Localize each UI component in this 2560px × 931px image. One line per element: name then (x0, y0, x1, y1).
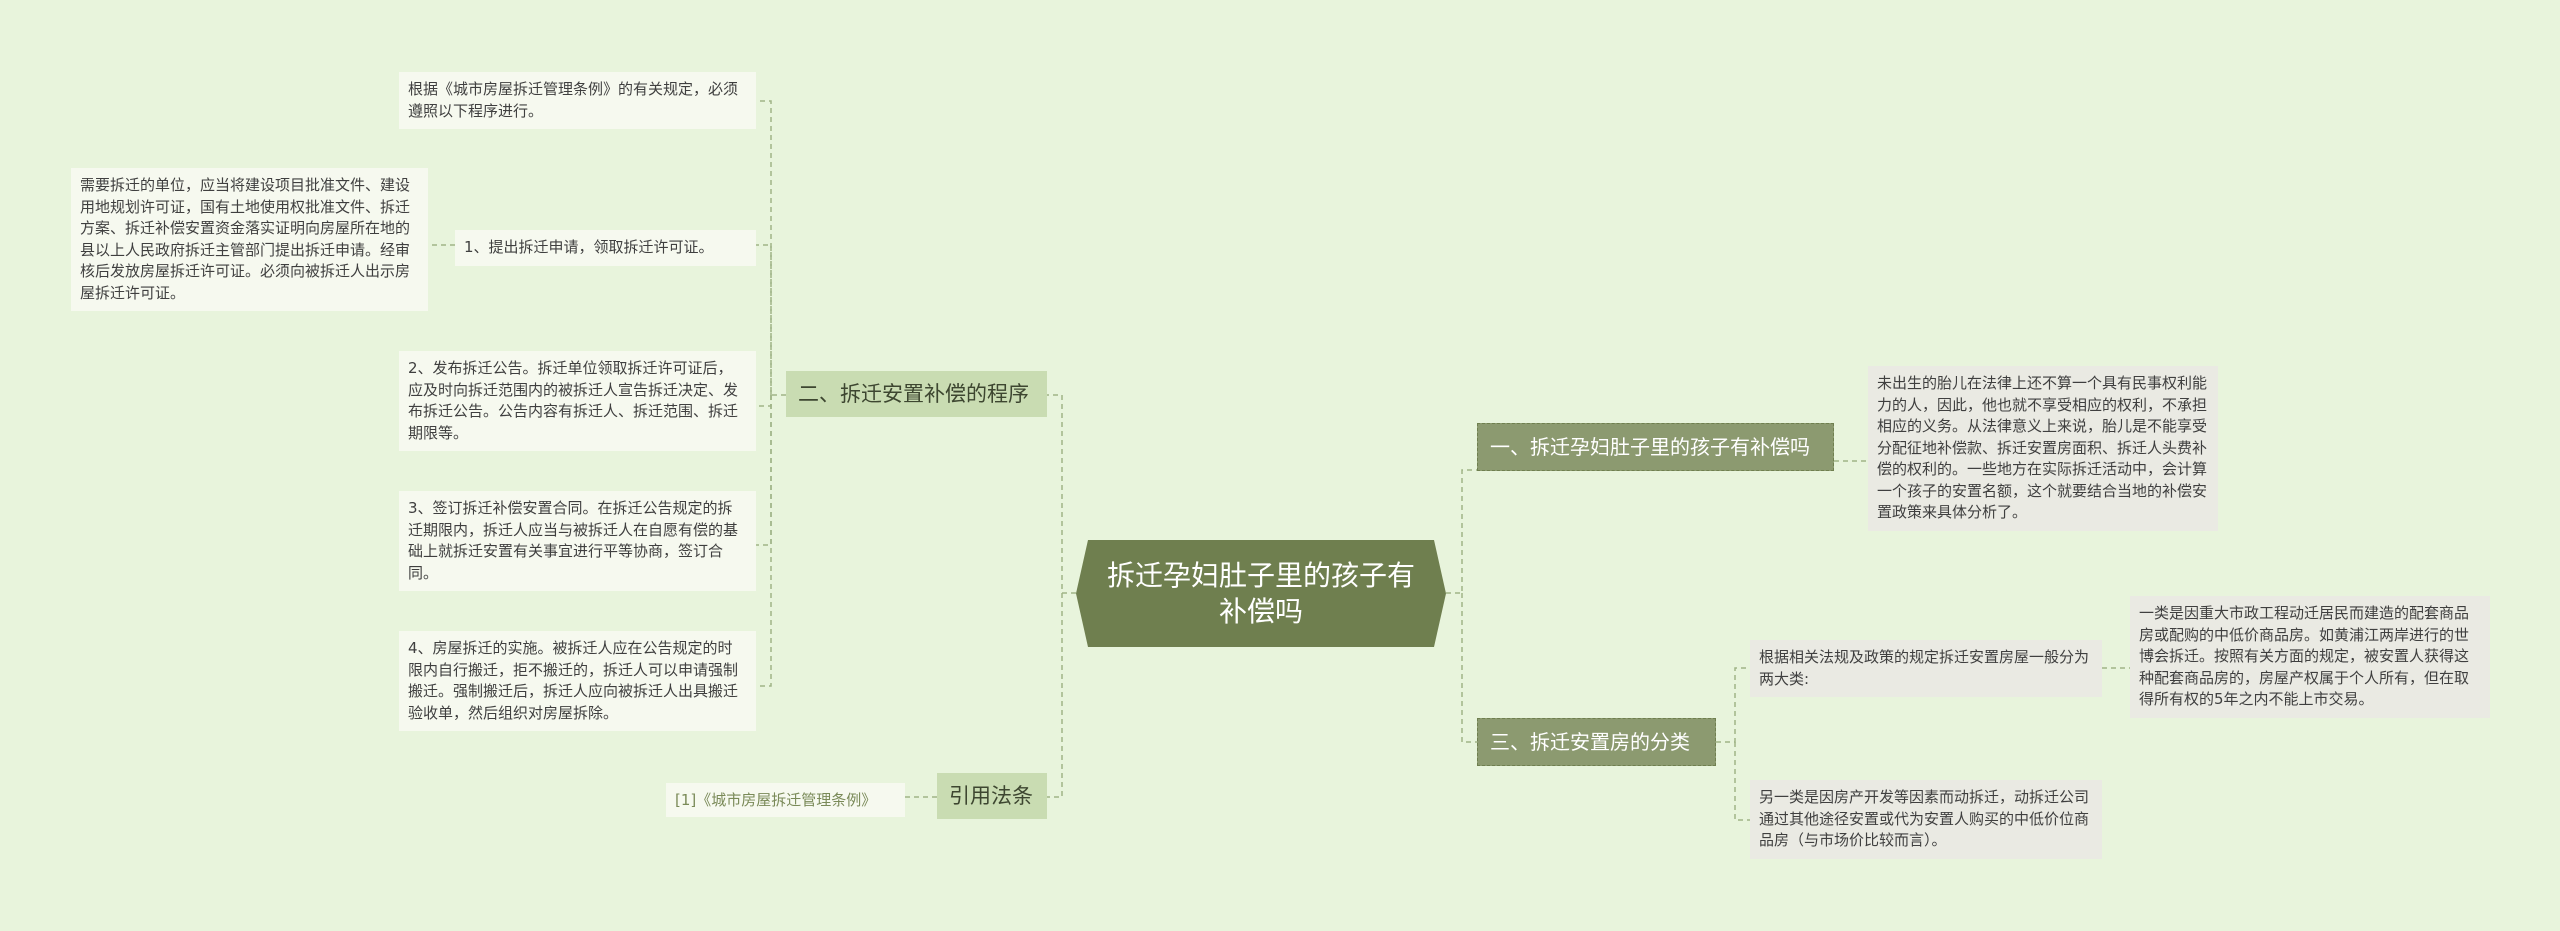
leaf-text: 需要拆迁的单位，应当将建设项目批准文件、建设用地规划许可证，国有土地使用权批准文… (80, 176, 411, 302)
leaf-text: 4、房屋拆迁的实施。被拆迁人应在公告规定的时限内自行搬迁，拒不搬迁的，拆迁人可以… (408, 639, 739, 722)
branch-housing-classification[interactable]: 三、拆迁安置房的分类 (1477, 718, 1716, 766)
leaf-text: 一类是因重大市政工程动迁居民而建造的配套商品房或配购的中低价商品房。如黄浦江两岸… (2139, 604, 2470, 708)
housing-type-one[interactable]: 一类是因重大市政工程动迁居民而建造的配套商品房或配购的中低价商品房。如黄浦江两岸… (2130, 596, 2490, 718)
procedure-step-1-detail[interactable]: 需要拆迁的单位，应当将建设项目批准文件、建设用地规划许可证，国有土地使用权批准文… (71, 168, 428, 311)
housing-classification-intro[interactable]: 根据相关法规及政策的规定拆迁安置房屋一般分为两大类: (1750, 640, 2102, 697)
procedure-step-3[interactable]: 3、签订拆迁补偿安置合同。在拆迁公告规定的拆迁期限内，拆迁人应当与被拆迁人在自愿… (399, 491, 756, 591)
leaf-text: 未出生的胎儿在法律上还不算一个具有民事权利能力的人，因此，他也就不享受相应的权利… (1877, 374, 2208, 521)
procedure-intro[interactable]: 根据《城市房屋拆迁管理条例》的有关规定，必须遵照以下程序进行。 (399, 72, 756, 129)
branch-label: 二、拆迁安置补偿的程序 (798, 382, 1029, 406)
branch-label: 三、拆迁安置房的分类 (1490, 730, 1690, 754)
leaf-text: 1、提出拆迁申请，领取拆迁许可证。 (464, 238, 714, 256)
branch-label: 引用法条 (949, 784, 1033, 808)
procedure-step-4[interactable]: 4、房屋拆迁的实施。被拆迁人应在公告规定的时限内自行搬迁，拒不搬迁的，拆迁人可以… (399, 631, 756, 731)
procedure-step-1[interactable]: 1、提出拆迁申请，领取拆迁许可证。 (455, 230, 756, 266)
leaf-text: 另一类是因房产开发等因素而动拆迁，动拆迁公司通过其他途径安置或代为安置人购买的中… (1759, 788, 2090, 849)
root-topic[interactable]: 拆迁孕妇肚子里的孩子有补偿吗 (1076, 540, 1446, 647)
leaf-text: 根据相关法规及政策的规定拆迁安置房屋一般分为两大类: (1759, 648, 2090, 688)
procedure-step-2[interactable]: 2、发布拆迁公告。拆迁单位领取拆迁许可证后，应及时向拆迁范围内的被拆迁人宣告拆迁… (399, 351, 756, 451)
branch-child-compensation[interactable]: 一、拆迁孕妇肚子里的孩子有补偿吗 (1477, 423, 1834, 471)
branch-compensation-procedure[interactable]: 二、拆迁安置补偿的程序 (786, 371, 1047, 417)
leaf-text: 2、发布拆迁公告。拆迁单位领取拆迁许可证后，应及时向拆迁范围内的被拆迁人宣告拆迁… (408, 359, 739, 442)
cited-law-item[interactable]: [1]《城市房屋拆迁管理条例》 (666, 783, 905, 817)
housing-type-two[interactable]: 另一类是因房产开发等因素而动拆迁，动拆迁公司通过其他途径安置或代为安置人购买的中… (1750, 780, 2102, 859)
child-compensation-detail[interactable]: 未出生的胎儿在法律上还不算一个具有民事权利能力的人，因此，他也就不享受相应的权利… (1868, 366, 2218, 531)
leaf-text: 根据《城市房屋拆迁管理条例》的有关规定，必须遵照以下程序进行。 (408, 80, 739, 120)
branch-label: 一、拆迁孕妇肚子里的孩子有补偿吗 (1490, 435, 1810, 459)
branch-cited-law[interactable]: 引用法条 (937, 773, 1047, 819)
cite-text: [1]《城市房屋拆迁管理条例》 (675, 791, 877, 809)
leaf-text: 3、签订拆迁补偿安置合同。在拆迁公告规定的拆迁期限内，拆迁人应当与被拆迁人在自愿… (408, 499, 739, 582)
root-title: 拆迁孕妇肚子里的孩子有补偿吗 (1106, 558, 1415, 628)
